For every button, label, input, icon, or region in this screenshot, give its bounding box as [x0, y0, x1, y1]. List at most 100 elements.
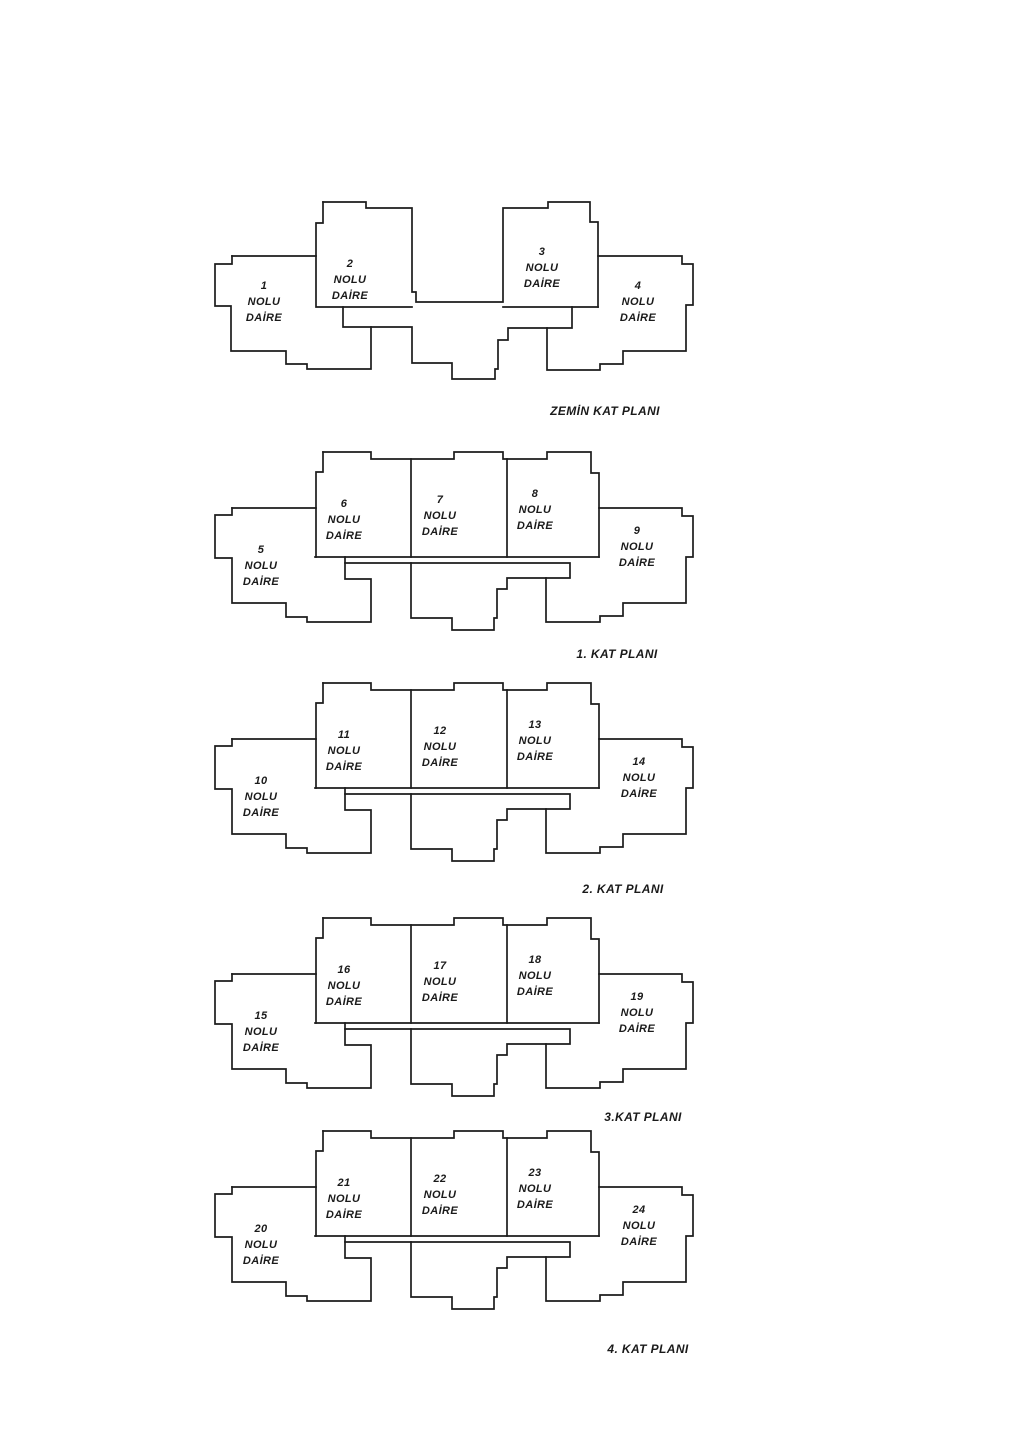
apartment-label-line: DAİRE [242, 1042, 280, 1054]
apartment-number: 18 [528, 954, 542, 966]
apartment-label-line: DAİRE [516, 520, 554, 532]
apartment-label-line: NOLU [622, 1220, 656, 1232]
apartment-label-line: NOLU [518, 504, 552, 516]
plan-wall-line [214, 738, 372, 854]
apartment-label-line: NOLU [247, 296, 281, 308]
plan-wall-line [214, 507, 372, 623]
apartment-label-line: NOLU [621, 296, 655, 308]
apartment-number: 15 [254, 1010, 268, 1022]
apartment-label-line: DAİRE [523, 278, 561, 290]
plan-wall-line [344, 562, 571, 579]
apartment-label-line: DAİRE [421, 526, 459, 538]
apartment-label-line: NOLU [333, 274, 367, 286]
apartment-label-line: DAİRE [421, 757, 459, 769]
apartment-number: 8 [531, 488, 539, 500]
apartment-label-line: DAİRE [516, 1199, 554, 1211]
plan-wall-line [322, 682, 694, 862]
apartment-number: 6 [340, 498, 348, 510]
apartment-label-line: DAİRE [325, 530, 363, 542]
plan-wall-line [322, 451, 694, 631]
apartment-number: 11 [337, 729, 351, 741]
plan-wall-line [315, 917, 324, 1024]
plan-wall-line [315, 682, 324, 789]
plan-wall-line [322, 1130, 694, 1310]
apartment-number: 12 [433, 725, 447, 737]
apartment-label-line: NOLU [327, 1193, 361, 1205]
apartment-label-line: DAİRE [618, 557, 656, 569]
apartment-label-line: NOLU [244, 1239, 278, 1251]
floor-title-kat-2: 2. KAT PLANI [582, 882, 664, 896]
apartment-number: 23 [528, 1167, 542, 1179]
apartment-label-line: NOLU [327, 745, 361, 757]
plan-wall-line [546, 306, 573, 329]
apartment-number: 4 [634, 280, 642, 292]
plan-wall-line [315, 451, 324, 558]
apartment-number: 1 [260, 280, 268, 292]
apartment-label-line: DAİRE [325, 996, 363, 1008]
apartment-label-line: DAİRE [325, 1209, 363, 1221]
apartment-label-line: NOLU [244, 791, 278, 803]
floor-plan-outline-kat-2 [214, 682, 694, 862]
apartment-number: 19 [630, 991, 644, 1003]
plan-wall-line [214, 1186, 372, 1302]
apartment-label-line: NOLU [327, 514, 361, 526]
apartment-label-line: NOLU [423, 510, 457, 522]
apartment-label-line: DAİRE [242, 1255, 280, 1267]
floor-plan-outline-zemin-kat [214, 201, 694, 380]
plan-wall-line [344, 1241, 571, 1258]
floor-title-zemin-kat: ZEMİN KAT PLANI [550, 404, 660, 418]
floor-plan-outline-kat-4 [214, 1130, 694, 1310]
apartment-label-line: NOLU [327, 980, 361, 992]
plan-wall-line [322, 917, 694, 1097]
apartment-number: 3 [538, 246, 546, 258]
apartment-label-line: NOLU [518, 970, 552, 982]
apartment-label-line: NOLU [622, 772, 656, 784]
apartment-label-line: DAİRE [620, 788, 658, 800]
apartment-number: 9 [633, 525, 641, 537]
apartment-label-line: NOLU [518, 1183, 552, 1195]
apartment-label-line: DAİRE [421, 992, 459, 1004]
plan-wall-line [214, 255, 372, 370]
floor-title-kat-3: 3.KAT PLANI [604, 1110, 682, 1124]
apartment-label-line: NOLU [423, 741, 457, 753]
floor-plan-outline-kat-3 [214, 917, 694, 1097]
apartment-label-line: NOLU [244, 560, 278, 572]
plan-wall-line [214, 973, 372, 1089]
floor-plan-outline-kat-1 [214, 451, 694, 631]
apartment-label-line: DAİRE [242, 576, 280, 588]
plan-wall-line [322, 201, 694, 380]
apartment-number: 22 [433, 1173, 447, 1185]
apartment-label-line: DAİRE [421, 1205, 459, 1217]
apartment-number: 13 [528, 719, 542, 731]
plan-wall-line [315, 201, 413, 308]
apartment-label-line: DAİRE [245, 312, 283, 324]
apartment-label-line: DAİRE [619, 312, 657, 324]
apartment-label-line: NOLU [620, 1007, 654, 1019]
apartment-number: 20 [254, 1223, 268, 1235]
apartment-label-line: DAİRE [516, 986, 554, 998]
apartment-number: 17 [433, 960, 447, 972]
apartment-number: 21 [337, 1177, 351, 1189]
